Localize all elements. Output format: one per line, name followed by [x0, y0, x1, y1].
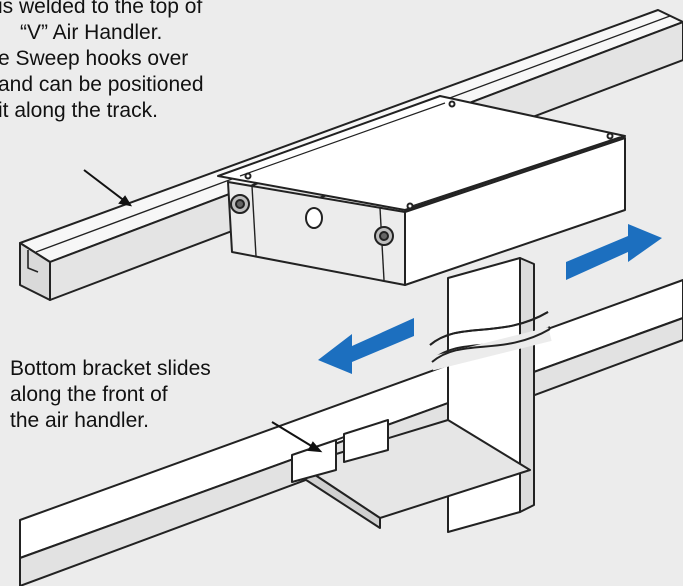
top-callout-text: is welded to the top of “V” Air Handler.…: [0, 0, 204, 124]
sweep-box: [217, 95, 626, 286]
top-callout-line-1: is welded to the top of: [0, 0, 203, 18]
top-callout-line-5: it along the track.: [0, 99, 158, 122]
bottom-leader-arrowhead: [307, 441, 323, 453]
bottom-callout-leader: [271, 421, 319, 451]
top-callout-line-2: “V” Air Handler.: [20, 21, 163, 44]
arrow-left-icon: [318, 318, 414, 374]
bottom-callout-line-1: Bottom bracket slides: [10, 357, 211, 380]
top-leader-arrowhead: [118, 195, 133, 207]
bottom-callout-line-2: along the front of: [10, 383, 168, 406]
arrow-right-icon: [566, 224, 662, 280]
bottom-callout-line-3: the air handler.: [10, 409, 149, 432]
top-callout-line-3: e Sweep hooks over: [0, 47, 189, 70]
top-callout-line-4: and can be positioned: [0, 73, 204, 96]
bottom-bracket: [291, 419, 531, 529]
leader-lines: [83, 169, 323, 453]
bottom-callout-text: Bottom bracket slides along the front of…: [10, 356, 211, 434]
